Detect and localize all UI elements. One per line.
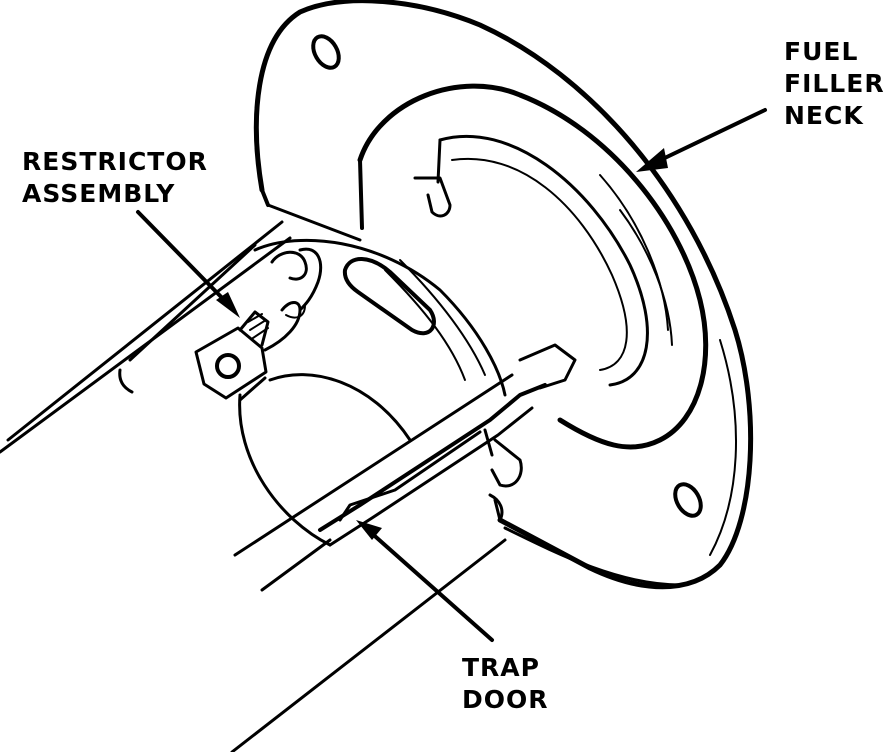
restrictor-assembly-arrowhead [216,292,240,318]
fuel-filler-neck-label-line-3: NECK [784,101,864,130]
ring-tab-lower [518,343,577,390]
ring-tab-upper [413,176,452,218]
trap-door-arrowhead [356,520,382,540]
fuel-filler-neck-label-line-1: FUEL [784,37,859,66]
restrictor-assembly-label-line-2: ASSEMBLY [22,179,176,208]
fuel-filler-neck-arrowhead [636,148,668,172]
fuel-filler-neck-leader [646,108,767,168]
trap-door-label-line-2: DOOR [462,685,549,714]
vent-slot [342,257,436,336]
restrictor-assembly [194,301,306,402]
pipe-opening [238,238,507,547]
neck-ring [357,83,709,522]
restrictor-assembly-label: RESTRICTOR ASSEMBLY [22,146,208,210]
trap-door-leader [366,528,494,642]
restrictor-assembly-leader [136,210,234,310]
trap-door [318,383,547,547]
mounting-flange [253,0,754,590]
fuel-filler-neck-label: FUEL FILLER NECK [784,36,885,132]
leader-lines [136,108,767,642]
fuel-filler-neck-label-line-2: FILLER [784,69,885,98]
trap-door-label-line-1: TRAP [462,653,540,682]
filler-pipe [0,220,514,752]
trap-door-label: TRAP DOOR [462,652,549,716]
bolt-hole-bottom [673,482,703,518]
restrictor-rivet [215,353,241,379]
restrictor-assembly-label-line-1: RESTRICTOR [22,147,208,176]
bolt-hole-top [311,34,341,70]
